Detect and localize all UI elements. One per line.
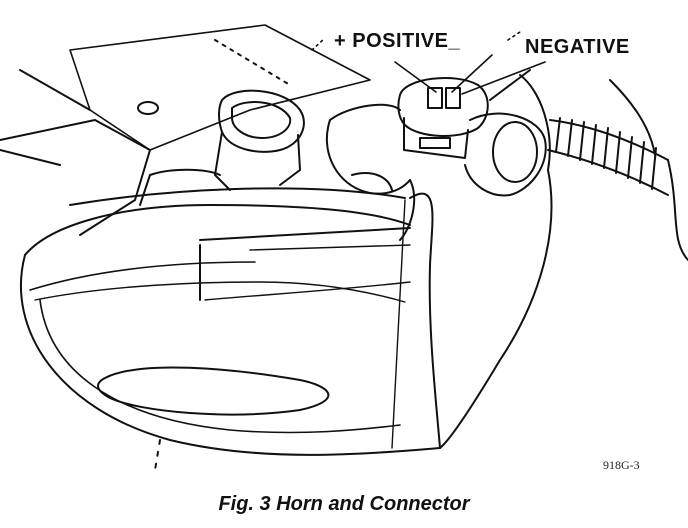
leader-lines bbox=[311, 31, 546, 95]
figure-code: 918G-3 bbox=[603, 458, 640, 472]
mounting-bracket bbox=[0, 24, 371, 236]
horn-body bbox=[20, 187, 441, 471]
figure-caption: Fig. 3 Horn and Connector bbox=[218, 493, 470, 515]
horn-socket bbox=[139, 89, 305, 206]
positive-terminal-label: + POSITIVE_ bbox=[334, 30, 461, 52]
hand bbox=[325, 74, 553, 449]
negative-terminal-label: NEGATIVE bbox=[525, 36, 630, 58]
connector bbox=[397, 69, 531, 159]
wiring-harness bbox=[547, 79, 688, 261]
